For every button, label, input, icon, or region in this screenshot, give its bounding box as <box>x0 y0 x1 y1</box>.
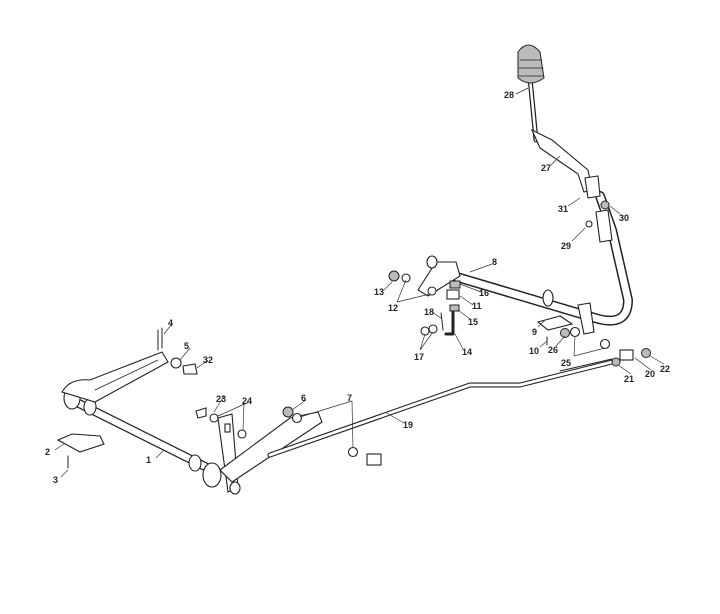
right-lever-arm <box>217 411 323 495</box>
part-label-19: 19 <box>403 420 413 430</box>
long-control-rod <box>267 358 615 458</box>
part-label-25: 25 <box>561 358 571 368</box>
part-label-12: 12 <box>388 303 398 313</box>
part-label-22: 22 <box>660 364 670 374</box>
part-label-4: 4 <box>168 318 173 328</box>
part-labels: 1 2 3 4 5 6 7 8 9 10 11 12 13 14 15 16 1… <box>45 90 670 485</box>
part-label-1: 1 <box>146 455 151 465</box>
part-label-24: 24 <box>242 396 252 406</box>
part-label-30: 30 <box>619 213 629 223</box>
left-lever-arm <box>61 327 169 403</box>
part-label-13: 13 <box>374 287 384 297</box>
part-label-20: 20 <box>645 369 655 379</box>
gear-lever <box>517 44 613 243</box>
part-label-26: 26 <box>548 345 558 355</box>
leader-lines <box>54 87 665 478</box>
part-label-32: 32 <box>203 355 213 365</box>
part-label-15: 15 <box>468 317 478 327</box>
part-label-14: 14 <box>462 347 472 357</box>
part-label-10: 10 <box>529 346 539 356</box>
part-label-31: 31 <box>558 204 568 214</box>
part-label-6: 6 <box>301 393 306 403</box>
part-label-11: 11 <box>472 301 482 311</box>
upper-shaft <box>417 191 633 335</box>
part-label-8: 8 <box>492 257 497 267</box>
part-label-17: 17 <box>414 352 424 362</box>
cross-shaft <box>63 386 222 488</box>
part-label-27: 27 <box>541 163 551 173</box>
part-label-3: 3 <box>53 475 58 485</box>
part-label-23: 23 <box>216 394 226 404</box>
part-label-21: 21 <box>624 374 634 384</box>
part-label-16: 16 <box>479 288 489 298</box>
part-label-2: 2 <box>45 447 50 457</box>
part-label-5: 5 <box>184 341 189 351</box>
part-label-18: 18 <box>424 307 434 317</box>
part-label-9: 9 <box>532 327 537 337</box>
part-label-29: 29 <box>561 241 571 251</box>
part-label-28: 28 <box>504 90 514 100</box>
part-label-7: 7 <box>347 393 352 403</box>
